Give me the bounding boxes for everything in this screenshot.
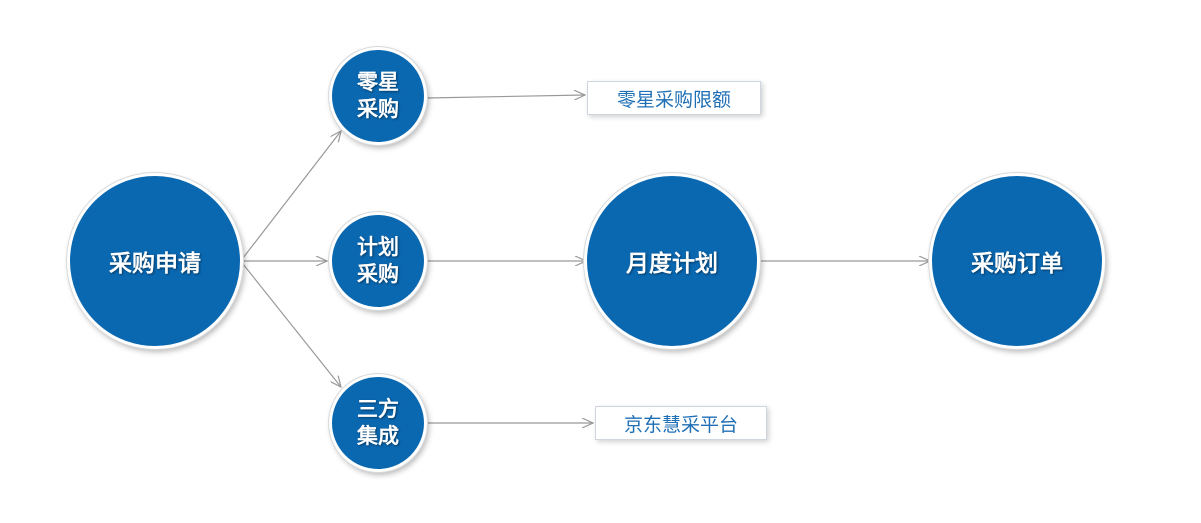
node-purchase-order: 采购订单: [929, 173, 1105, 349]
box-jd-platform-label: 京东慧采平台: [623, 413, 738, 436]
node-purchase-request: 采购申请: [67, 173, 243, 349]
node-third-party-integration: 三方 集成: [329, 374, 427, 472]
node-planned-purchase: 计划 采购: [329, 212, 427, 310]
arrow-request-to-sporadic: [242, 131, 341, 259]
node-monthly-plan-label: 月度计划: [626, 251, 718, 277]
arrow-sporadic-to-limit: [425, 95, 585, 98]
node-planned-purchase-label: 计划 采购: [357, 235, 399, 286]
box-sporadic-purchase-limit: 零星采购限额: [587, 81, 761, 115]
node-monthly-plan: 月度计划: [584, 173, 760, 349]
box-jd-platform: 京东慧采平台: [595, 406, 767, 440]
node-purchase-request-label: 采购申请: [109, 251, 201, 277]
node-sporadic-purchase: 零星 采购: [329, 47, 427, 145]
node-purchase-order-label: 采购订单: [971, 251, 1063, 277]
arrow-request-to-third-party: [242, 263, 341, 387]
node-third-party-integration-label: 三方 集成: [357, 397, 399, 448]
node-sporadic-purchase-label: 零星 采购: [357, 70, 399, 121]
box-sporadic-purchase-limit-label: 零星采购限额: [616, 88, 731, 111]
